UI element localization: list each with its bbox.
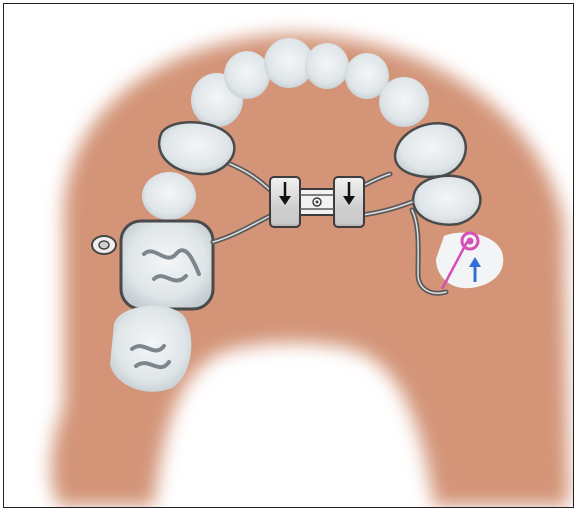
band-right-premolar [413, 176, 480, 225]
band-left-molar [121, 221, 213, 309]
dental-arch-illustration [4, 4, 573, 507]
tooth [224, 51, 270, 99]
tooth-left-second-molar [110, 306, 191, 392]
tooth [305, 43, 349, 89]
tooth [379, 77, 429, 127]
buccal-tube [92, 236, 116, 254]
illustration-frame [3, 3, 574, 508]
tooth-left-premolar [142, 172, 196, 220]
